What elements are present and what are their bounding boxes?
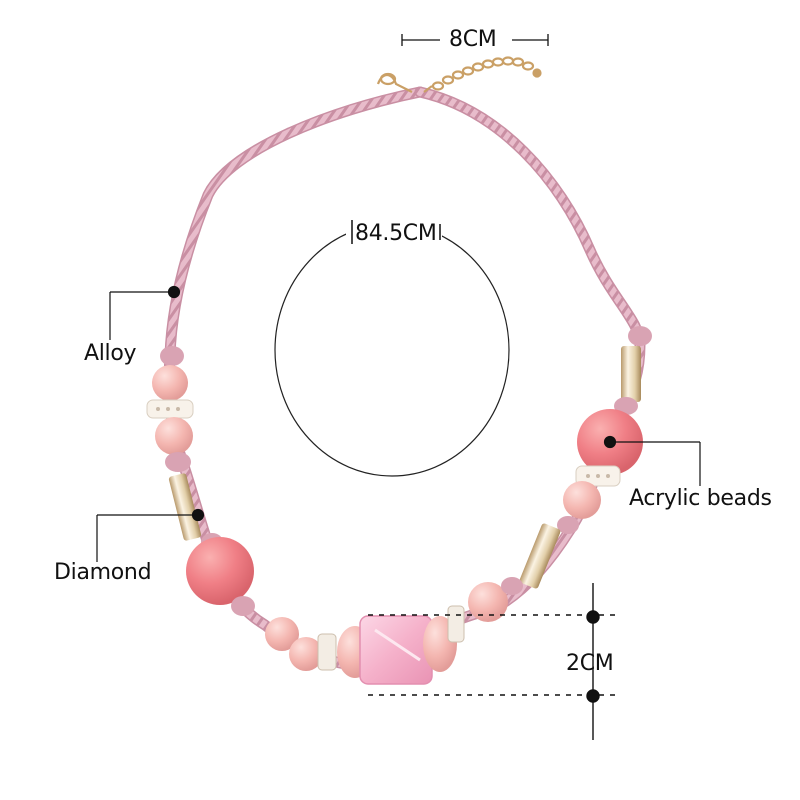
pendant-height-label: 2CM — [566, 651, 614, 676]
clasp-chain — [376, 56, 542, 93]
length-circle-diagram — [274, 216, 510, 477]
callout-diamond-line — [96, 508, 205, 562]
height-dimension-lines — [368, 583, 616, 740]
clasp-width-label: 8CM — [449, 27, 497, 52]
pendant-cluster — [265, 582, 508, 685]
callout-alloy-line — [109, 285, 181, 340]
right-bead-cluster — [501, 326, 652, 595]
alloy-label: Alloy — [84, 341, 137, 366]
length-label: 84.5CM — [355, 221, 437, 246]
diamond-label: Diamond — [54, 560, 152, 585]
callout-acrylic-line — [603, 435, 701, 486]
acrylic-beads-label: Acrylic beads — [629, 486, 772, 511]
left-bead-cluster — [146, 346, 255, 616]
width-dimension-line — [401, 34, 549, 46]
